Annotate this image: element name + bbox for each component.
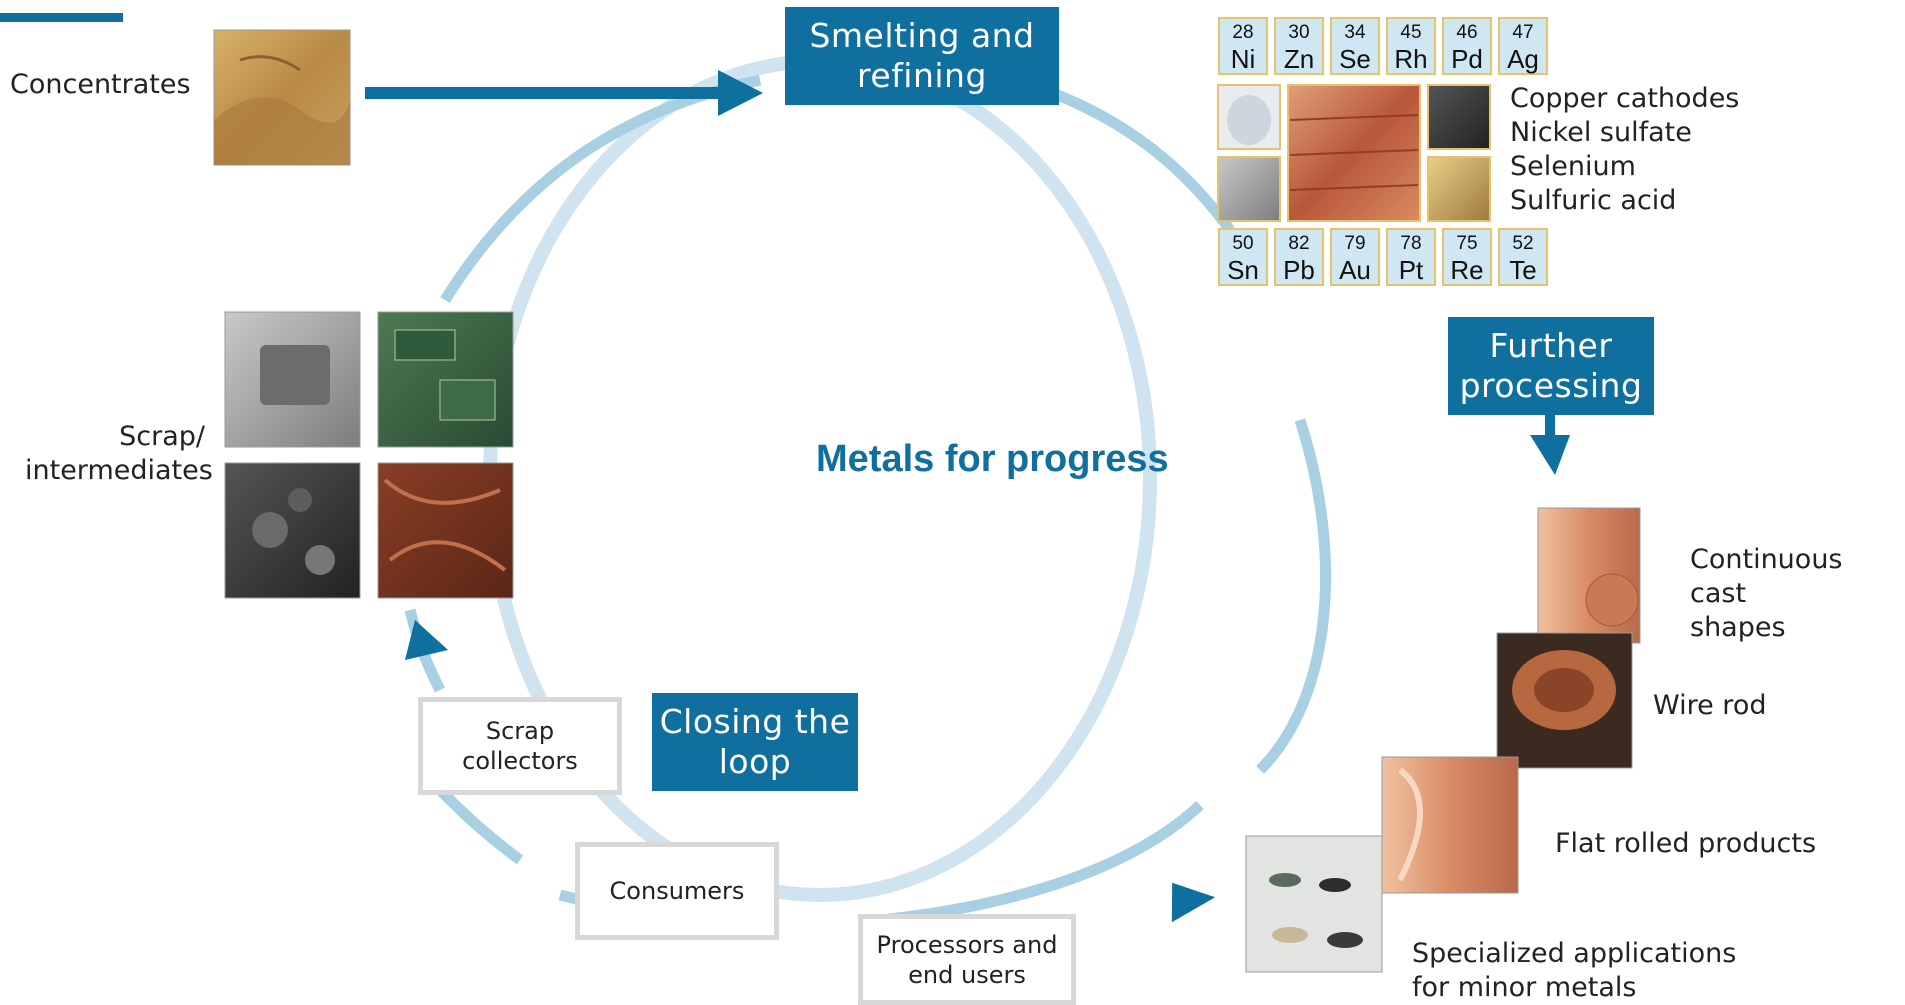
element-number: 30 — [1288, 22, 1310, 43]
element-symbol: Pt — [1398, 255, 1424, 285]
element-symbol: Sn — [1227, 255, 1259, 285]
element-symbol: Ag — [1507, 44, 1539, 74]
diagram-title: Metals for progress — [816, 438, 1169, 480]
element-number: 28 — [1232, 22, 1254, 43]
refined-photos — [1217, 84, 1491, 222]
stage-closing-line2: loop — [718, 742, 792, 781]
arrow-head-further — [1530, 435, 1570, 475]
element-number: 50 — [1232, 233, 1254, 254]
scrap-label-line1: Scrap/ — [119, 421, 205, 452]
wire-rod-label: Wire rod — [1653, 690, 1767, 721]
concentrates-arrow-head — [718, 70, 763, 116]
stage-further-line2: processing — [1459, 366, 1643, 405]
element-number: 52 — [1512, 233, 1534, 254]
scrap-collectors-box: Scrap collectors — [418, 697, 622, 795]
corner-accent-bar — [0, 13, 123, 22]
stage-smelting-line1: Smelting and — [809, 16, 1035, 55]
element-number: 34 — [1344, 22, 1366, 43]
element-symbol: Pb — [1283, 255, 1315, 285]
flat-rolled-label: Flat rolled products — [1555, 828, 1817, 859]
arrow-shaft-further — [1545, 415, 1555, 440]
refined-product-item: Nickel sulfate — [1510, 117, 1692, 148]
arc-left-lower — [436, 786, 524, 865]
continuous-cast-label: Continuous cast shapes — [1690, 543, 1905, 645]
element-symbol: Au — [1339, 255, 1371, 285]
concentrates-label: Concentrates — [10, 69, 191, 100]
specialized-line2: for minor metals — [1412, 972, 1637, 1003]
arc-right — [1256, 418, 1332, 774]
arc-left-top — [440, 74, 762, 303]
arrow-head-left — [405, 620, 448, 660]
element-number: 46 — [1456, 22, 1478, 43]
scrap-intermediates-label: Scrap/ intermediates — [25, 420, 213, 488]
specialized-applications-label: Specialized applications for minor metal… — [1412, 937, 1736, 1005]
stage-closing-the-loop: Closing the loop — [652, 693, 858, 791]
stage-further-processing: Further processing — [1448, 317, 1654, 415]
element-symbol: Zn — [1283, 44, 1315, 74]
stage-further-line1: Further — [1489, 326, 1613, 365]
processors-line1: Processors and — [876, 930, 1058, 959]
arc-bottom — [879, 800, 1204, 926]
element-number: 75 — [1456, 233, 1478, 254]
refined-product-item: Copper cathodes — [1510, 83, 1740, 114]
stage-smelting-line2: refining — [857, 56, 987, 95]
continuous-cast-line2: shapes — [1690, 612, 1786, 643]
element-symbol: Te — [1509, 255, 1537, 285]
scrap-label-line2: intermediates — [25, 455, 213, 486]
element-number: 45 — [1400, 22, 1422, 43]
refined-products-list: Copper cathodes Nickel sulfate Selenium … — [1510, 82, 1739, 218]
processed-photos — [1245, 507, 1641, 973]
consumers-text: Consumers — [609, 877, 745, 905]
refined-product-item: Selenium — [1510, 151, 1636, 182]
element-symbol: Ni — [1230, 44, 1256, 74]
scrap-photos — [224, 311, 514, 599]
stage-closing-line1: Closing the — [659, 702, 851, 741]
element-number: 79 — [1344, 233, 1366, 254]
consumers-box: Consumers — [575, 842, 779, 940]
scrap-collectors-line1: Scrap — [485, 717, 555, 745]
processors-end-users-box: Processors and end users — [858, 914, 1076, 1005]
concentrates-photo — [213, 29, 351, 166]
element-number: 78 — [1400, 233, 1422, 254]
specialized-line1: Specialized applications — [1412, 938, 1737, 969]
element-symbol: Rh — [1394, 44, 1428, 74]
stage-smelting-refining: Smelting and refining — [785, 7, 1059, 105]
refined-product-item: Sulfuric acid — [1510, 185, 1677, 216]
element-number: 47 — [1512, 22, 1534, 43]
scrap-collectors-line2: collectors — [462, 747, 578, 775]
element-symbol: Re — [1450, 255, 1484, 285]
concentrates-arrow-shaft — [365, 87, 725, 99]
arrow-head-bottom — [1171, 882, 1216, 923]
continuous-cast-line1: Continuous cast — [1690, 544, 1843, 609]
element-number: 82 — [1288, 233, 1310, 254]
element-symbol: Pd — [1451, 44, 1483, 74]
processors-line2: end users — [908, 960, 1026, 989]
element-symbol: Se — [1339, 44, 1371, 74]
